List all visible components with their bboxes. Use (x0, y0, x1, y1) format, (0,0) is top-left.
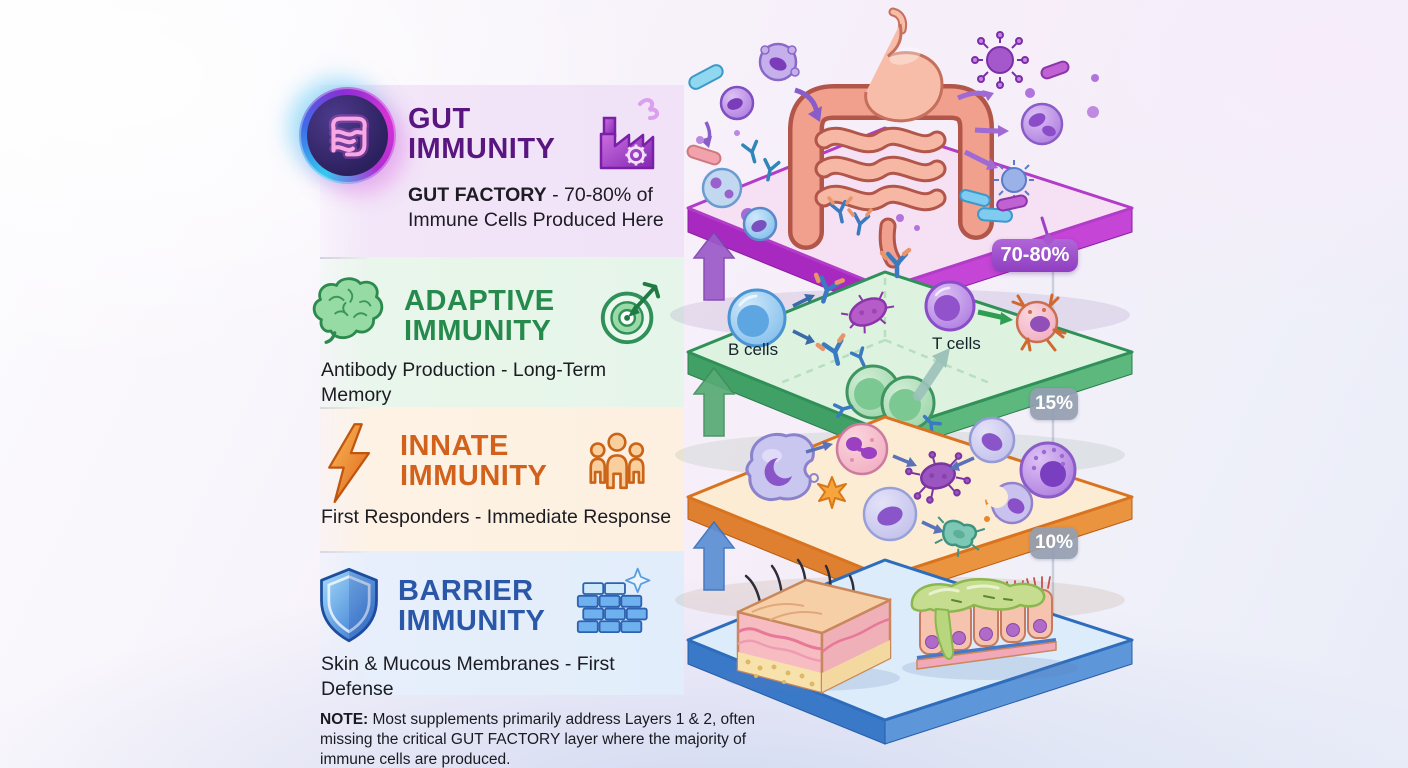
gut-microbes-right (827, 31, 1099, 236)
adaptive-subtitle: Antibody Production - Long-Term Memory (321, 359, 607, 406)
footnote-prefix: NOTE: (320, 711, 369, 728)
b-cell (727, 288, 787, 348)
neutrophil-cell (835, 422, 889, 476)
up-arrow-gut (692, 230, 736, 301)
gut-immunity-badge (299, 87, 396, 184)
brain-icon (308, 274, 386, 353)
lightning-icon (322, 420, 378, 513)
antibody-icons (819, 251, 909, 366)
gut-immunity-title: GUT IMMUNITY (408, 104, 555, 164)
b-cells-label: B cells (728, 340, 779, 359)
bacterium (840, 291, 895, 334)
virus (905, 450, 971, 504)
badge-gut-percent: 70-80% (992, 239, 1078, 272)
up-arrow-innate (692, 520, 736, 591)
brick-wall-icon (576, 567, 654, 646)
teal-bacterium (934, 516, 986, 557)
gut-title-line1: GUT (408, 103, 471, 135)
target-icon (596, 280, 664, 353)
t-cells-label: T cells (932, 334, 981, 353)
gut-subtitle-rest: - 70-80% of Immune Cells Produced Here (408, 184, 664, 231)
dendritic-cell (1011, 293, 1067, 352)
adaptive-title-line1: ADAPTIVE (404, 285, 555, 317)
innate-title-line1: INNATE (400, 430, 509, 462)
barrier-title-line1: BARRIER (398, 575, 534, 607)
pathogen-star (817, 476, 847, 509)
barrier-subtitle: Skin & Mucous Membranes - First Defense (321, 653, 615, 700)
mucus-layer (910, 578, 1046, 660)
skin-block (724, 558, 900, 695)
gut-microbes-left (686, 42, 822, 242)
t-cell (924, 280, 976, 332)
factory-icon (592, 96, 660, 179)
monocyte-cell (1019, 441, 1077, 499)
badge-adaptive-percent: 15% (1030, 388, 1078, 420)
innate-immunity-title: INNATE IMMUNITY (400, 431, 547, 491)
innate-layer-cells (745, 416, 1077, 557)
adaptive-immunity-title: ADAPTIVE IMMUNITY (404, 286, 555, 346)
barrier-immunity-title: BARRIER IMMUNITY (398, 576, 545, 636)
gut-subtitle: GUT FACTORY - 70-80% of Immune Cells Pro… (408, 183, 708, 233)
crescent-cell (986, 481, 1034, 525)
innate-title-line2: IMMUNITY (400, 460, 548, 492)
macrophage (745, 433, 819, 501)
intestines-circle-icon (307, 95, 388, 176)
footnote: NOTE: Most supplements primarily address… (320, 710, 800, 768)
badge-innate-percent: 10% (1030, 527, 1078, 559)
up-arrow-adaptive (692, 366, 736, 437)
shield-icon (316, 564, 382, 653)
barrier-title-line2: IMMUNITY (398, 605, 546, 637)
immune-layers-illustration (670, 7, 1134, 745)
footnote-text: Most supplements primarily address Layer… (320, 711, 756, 768)
mucosa-block (902, 576, 1078, 680)
gut-title-line2: IMMUNITY (408, 133, 556, 165)
gut-subtitle-bold: GUT FACTORY (408, 184, 547, 206)
people-icon (580, 430, 654, 505)
adaptive-title-line2: IMMUNITY (404, 315, 552, 347)
innate-subtitle: First Responders - Immediate Response (321, 506, 672, 528)
